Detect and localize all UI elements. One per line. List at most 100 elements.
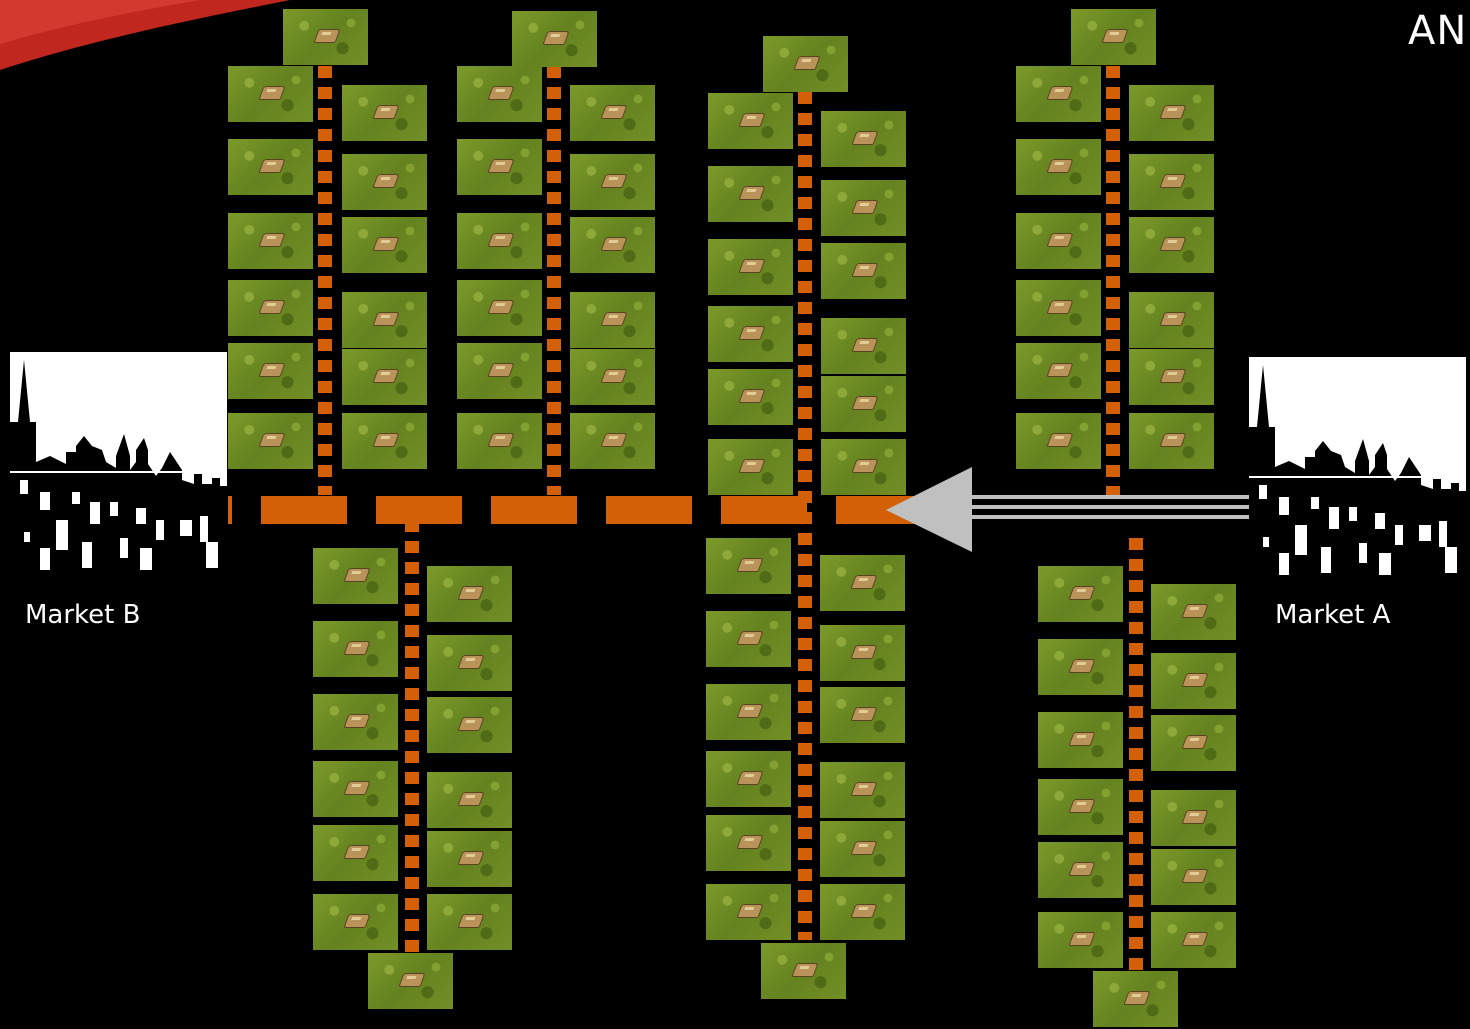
farm-plot-icon bbox=[1016, 139, 1101, 195]
farmhouse-icon bbox=[1123, 991, 1151, 1005]
farm-plot-icon bbox=[457, 280, 542, 336]
farm-plot-icon bbox=[1038, 779, 1123, 835]
farm-plot-icon bbox=[708, 306, 793, 362]
farmhouse-icon bbox=[600, 174, 628, 188]
farmhouse-icon bbox=[738, 259, 766, 273]
farmhouse-icon bbox=[738, 186, 766, 200]
farm-plot-icon bbox=[1016, 66, 1101, 122]
farm-plot-icon bbox=[313, 694, 398, 750]
town-window bbox=[156, 520, 164, 540]
farmhouse-icon bbox=[1046, 433, 1074, 447]
farm-plot-icon bbox=[570, 349, 655, 405]
farmhouse-icon bbox=[1046, 300, 1074, 314]
farmhouse-icon bbox=[398, 973, 426, 987]
farm-plot-icon bbox=[457, 343, 542, 399]
farmhouse-icon bbox=[738, 113, 766, 127]
farm-plot-icon bbox=[708, 239, 793, 295]
farm-plot-icon bbox=[706, 884, 791, 940]
farm-plot-icon bbox=[708, 93, 793, 149]
town-window bbox=[120, 538, 128, 558]
farmhouse-icon bbox=[738, 389, 766, 403]
farm-plot-icon bbox=[1129, 154, 1214, 210]
farm-plot-icon bbox=[342, 154, 427, 210]
farm-plot-icon bbox=[1129, 217, 1214, 273]
farmhouse-icon bbox=[487, 233, 515, 247]
farmhouse-icon bbox=[487, 363, 515, 377]
town-window bbox=[1419, 525, 1431, 541]
farm-plot-icon bbox=[457, 413, 542, 469]
farm-plot-icon bbox=[1151, 584, 1236, 640]
farmhouse-icon bbox=[372, 174, 400, 188]
farmhouse-icon bbox=[1159, 174, 1187, 188]
farmhouse-icon bbox=[1068, 659, 1096, 673]
farm-plot-icon bbox=[313, 825, 398, 881]
farmhouse-icon bbox=[600, 433, 628, 447]
town-window bbox=[1349, 507, 1357, 521]
farm-plot-icon bbox=[228, 343, 313, 399]
town-window bbox=[1395, 525, 1403, 545]
farmhouse-icon bbox=[1046, 363, 1074, 377]
farmhouse-icon bbox=[850, 575, 878, 589]
farmhouse-icon bbox=[343, 781, 371, 795]
farmhouse-icon bbox=[1068, 799, 1096, 813]
farmhouse-icon bbox=[1068, 586, 1096, 600]
farm-plot-icon bbox=[427, 566, 512, 622]
farm-plot-icon bbox=[457, 213, 542, 269]
farm-plot-icon bbox=[1038, 639, 1123, 695]
farmhouse-icon bbox=[457, 851, 485, 865]
farmhouse-icon bbox=[600, 237, 628, 251]
farmhouse-icon bbox=[1181, 673, 1209, 687]
farmhouse-icon bbox=[258, 86, 286, 100]
town-window bbox=[40, 492, 50, 510]
farmhouse-icon bbox=[258, 363, 286, 377]
farm-plot-icon bbox=[821, 376, 906, 432]
arrow-left-icon bbox=[886, 467, 972, 552]
farmhouse-icon bbox=[851, 263, 879, 277]
farmhouse-icon bbox=[1181, 869, 1209, 883]
farmhouse-icon bbox=[851, 338, 879, 352]
farmhouse-icon bbox=[850, 707, 878, 721]
farmhouse-icon bbox=[487, 159, 515, 173]
town-window bbox=[1295, 525, 1307, 555]
town-window bbox=[82, 542, 92, 568]
farm-plot-icon bbox=[313, 761, 398, 817]
farm-plot-icon bbox=[228, 66, 313, 122]
farmhouse-icon bbox=[736, 835, 764, 849]
farmhouse-icon bbox=[1068, 862, 1096, 876]
farm-plot-icon bbox=[1071, 9, 1156, 65]
farm-plot-icon bbox=[427, 772, 512, 828]
farm-plot-icon bbox=[228, 413, 313, 469]
town-window bbox=[1359, 543, 1367, 563]
farm-plot-icon bbox=[1151, 790, 1236, 846]
farmhouse-icon bbox=[600, 312, 628, 326]
farm-plot-icon bbox=[512, 11, 597, 67]
town-window bbox=[1263, 537, 1269, 547]
farm-plot-icon bbox=[570, 292, 655, 348]
farm-plot-icon bbox=[708, 369, 793, 425]
farm-plot-icon bbox=[313, 894, 398, 950]
farmhouse-icon bbox=[1046, 86, 1074, 100]
farm-plot-icon bbox=[457, 139, 542, 195]
farm-plot-icon bbox=[342, 413, 427, 469]
farmhouse-icon bbox=[343, 714, 371, 728]
farmhouse-icon bbox=[1159, 237, 1187, 251]
farm-plot-icon bbox=[820, 555, 905, 611]
farm-plot-icon bbox=[706, 815, 791, 871]
town-window bbox=[90, 502, 100, 524]
town-window bbox=[1439, 521, 1447, 547]
farm-plot-icon bbox=[706, 684, 791, 740]
slide-title: AN bbox=[1408, 8, 1468, 54]
farmhouse-icon bbox=[600, 369, 628, 383]
town-window bbox=[1329, 507, 1339, 529]
farmhouse-icon bbox=[1159, 433, 1187, 447]
farmhouse-icon bbox=[851, 200, 879, 214]
farm-plot-icon bbox=[708, 439, 793, 495]
farmhouse-icon bbox=[736, 704, 764, 718]
farm-plot-icon bbox=[706, 538, 791, 594]
town-window bbox=[1379, 553, 1391, 575]
farmhouse-icon bbox=[1181, 810, 1209, 824]
farmhouse-icon bbox=[457, 655, 485, 669]
farmhouse-icon bbox=[793, 56, 821, 70]
farmhouse-icon bbox=[791, 963, 819, 977]
